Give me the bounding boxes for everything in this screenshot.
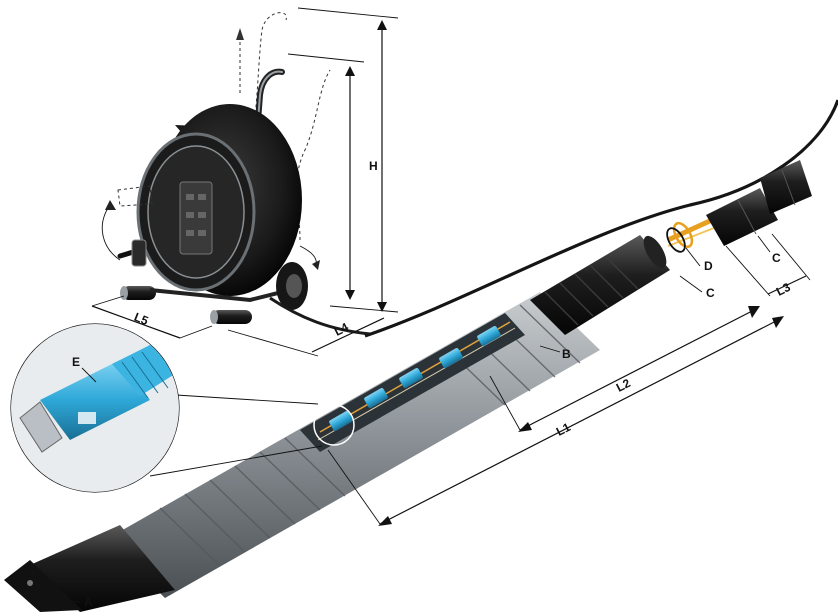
label-l5: L5: [132, 310, 151, 328]
cable: [364, 99, 838, 338]
fibre-probe-icon: [4, 160, 812, 612]
label-c-top: C: [772, 251, 781, 265]
cable-reel-icon: [101, 12, 371, 336]
label-l4: L4: [332, 320, 351, 339]
label-h: H: [369, 159, 378, 173]
connector-zoom-inset: [10, 323, 355, 493]
label-e: E: [72, 355, 80, 369]
label-d: D: [704, 259, 713, 273]
label-b: B: [562, 347, 571, 361]
label-l3: L3: [774, 280, 793, 299]
label-c-mid: C: [706, 286, 715, 300]
label-l2: L2: [614, 376, 633, 395]
sc-connector-icon: [329, 326, 501, 431]
label-l1: L1: [554, 420, 573, 439]
label-a: A: [84, 595, 93, 609]
